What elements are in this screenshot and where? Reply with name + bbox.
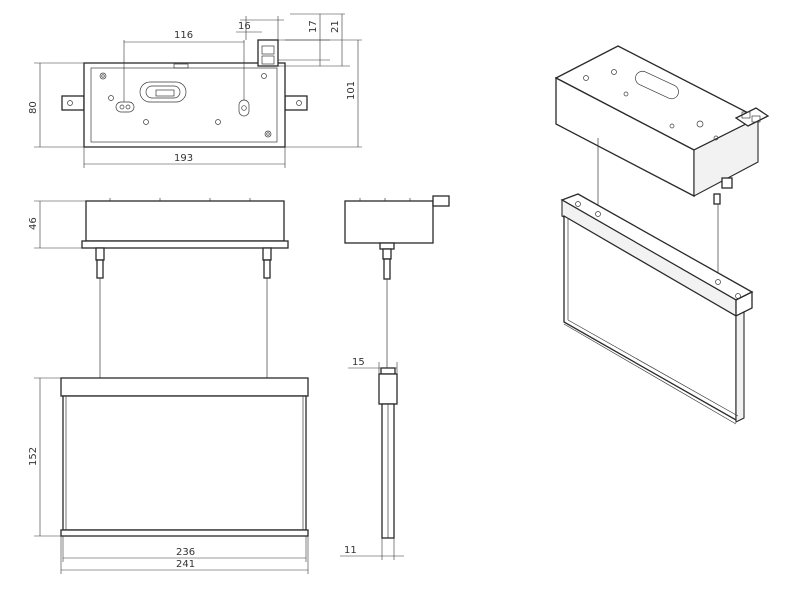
dim-80: 80 bbox=[28, 101, 39, 114]
dim-11: 11 bbox=[344, 545, 357, 556]
dim-21: 21 bbox=[330, 20, 341, 33]
dim-152: 152 bbox=[28, 447, 39, 466]
dim-236: 236 bbox=[176, 547, 195, 558]
isometric-view bbox=[554, 45, 770, 425]
dim-17: 17 bbox=[308, 20, 319, 33]
front-view: 46 152 236 241 bbox=[28, 198, 309, 574]
dim-116: 116 bbox=[174, 30, 193, 41]
dim-101: 101 bbox=[346, 81, 357, 100]
dim-241: 241 bbox=[176, 559, 195, 570]
side-view: 15 11 bbox=[340, 195, 450, 560]
dim-15: 15 bbox=[352, 357, 365, 368]
dim-46: 46 bbox=[28, 217, 39, 230]
dim-16: 16 bbox=[238, 21, 251, 32]
top-view: 116 16 17 21 80 101 193 bbox=[28, 13, 362, 168]
dim-193: 193 bbox=[174, 153, 193, 164]
